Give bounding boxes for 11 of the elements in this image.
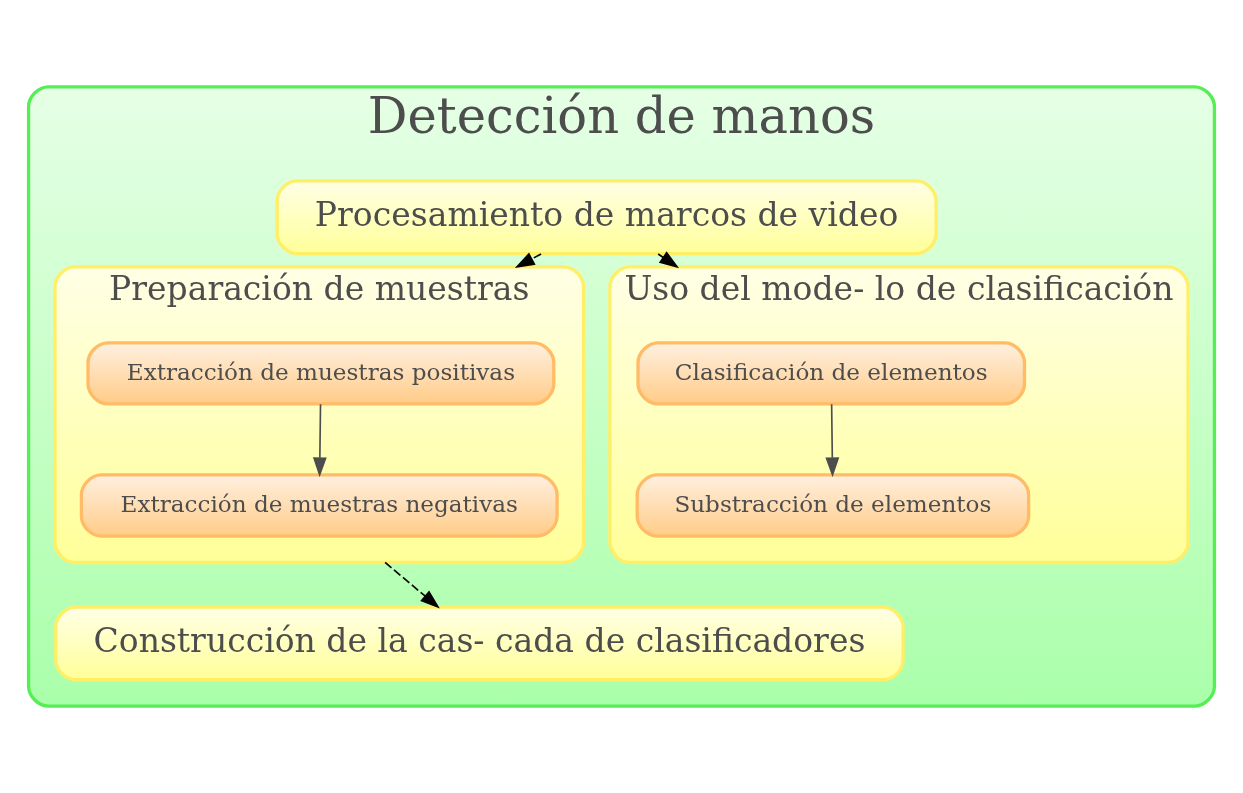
node-box: Construcción de la cas- cada de clasificadores	[54, 605, 905, 682]
arrow	[657, 251, 680, 269]
node-box: Procesamiento de marcos de video	[275, 179, 938, 256]
node-box: Clasificación de elementos	[636, 341, 1027, 406]
arrow	[514, 252, 542, 269]
arrow	[312, 403, 327, 478]
node-box: Extracción de muestras negativas	[79, 473, 559, 538]
node-box: Substracción de elementos	[635, 473, 1031, 538]
arrow	[825, 403, 840, 478]
arrow	[384, 561, 440, 609]
node-box: Extracción de muestras positivas	[86, 341, 556, 406]
